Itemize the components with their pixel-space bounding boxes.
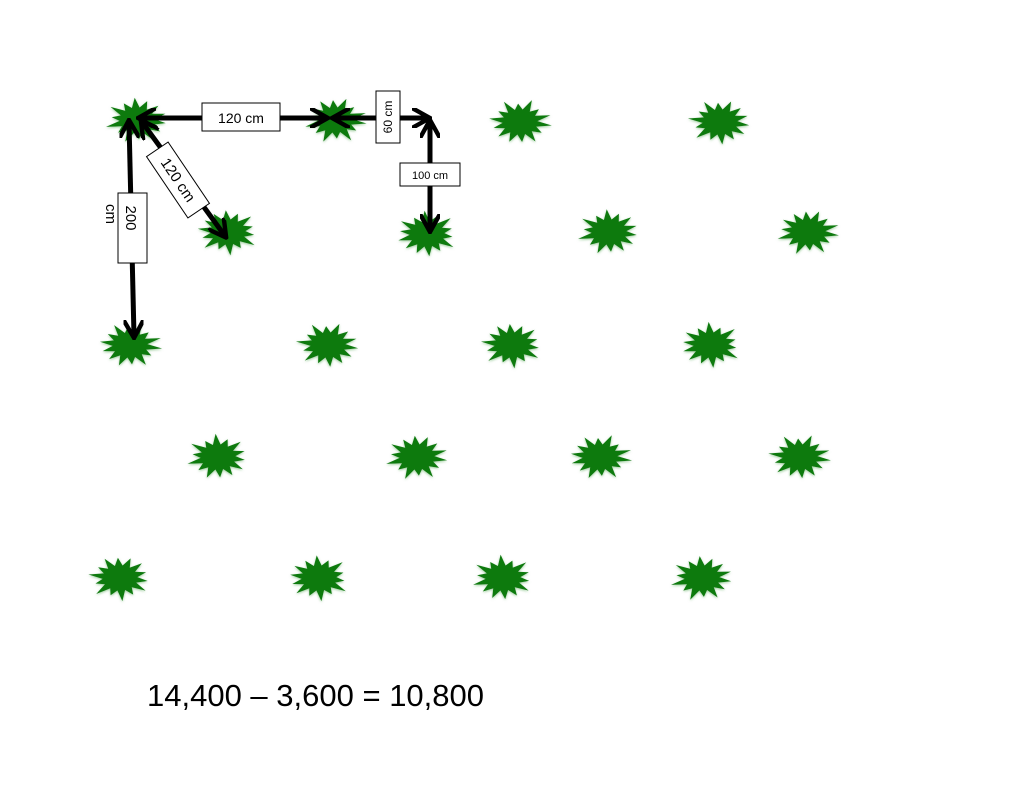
label-text: 200 [122, 205, 139, 230]
plant-icon [777, 211, 839, 254]
plant-icon [768, 435, 831, 479]
plant-icon [295, 323, 359, 367]
label-text: 100 cm [412, 170, 448, 182]
plant-icon [571, 435, 633, 478]
plant-icon [100, 323, 163, 366]
area-equation: 14,400 – 3,600 = 10,800 [147, 678, 485, 713]
label-200: 200 cm [102, 192, 148, 264]
label-100: 100 cm [399, 162, 461, 187]
plant-icon [687, 101, 750, 145]
label-unit: cm [102, 204, 119, 224]
label-top-120: 120 cm [201, 102, 281, 132]
label-text: 120 cm [218, 110, 264, 126]
label-diagonal-120: 120 cm [145, 141, 211, 219]
plant-icon [88, 557, 148, 602]
plant-icon [398, 210, 454, 257]
plant-icon [683, 321, 738, 368]
plant-icon [473, 554, 530, 600]
plant-icon [578, 209, 637, 254]
plant-icon [386, 435, 448, 479]
plants-group [88, 97, 839, 602]
plant-icon [671, 556, 732, 600]
plant-icon [481, 324, 539, 369]
plant-icon [197, 210, 255, 256]
plant-icon [290, 555, 346, 602]
plant-icon [187, 433, 245, 478]
label-60: 60 cm [375, 90, 401, 144]
plant-icon [489, 100, 552, 142]
label-text: 60 cm [381, 101, 395, 134]
